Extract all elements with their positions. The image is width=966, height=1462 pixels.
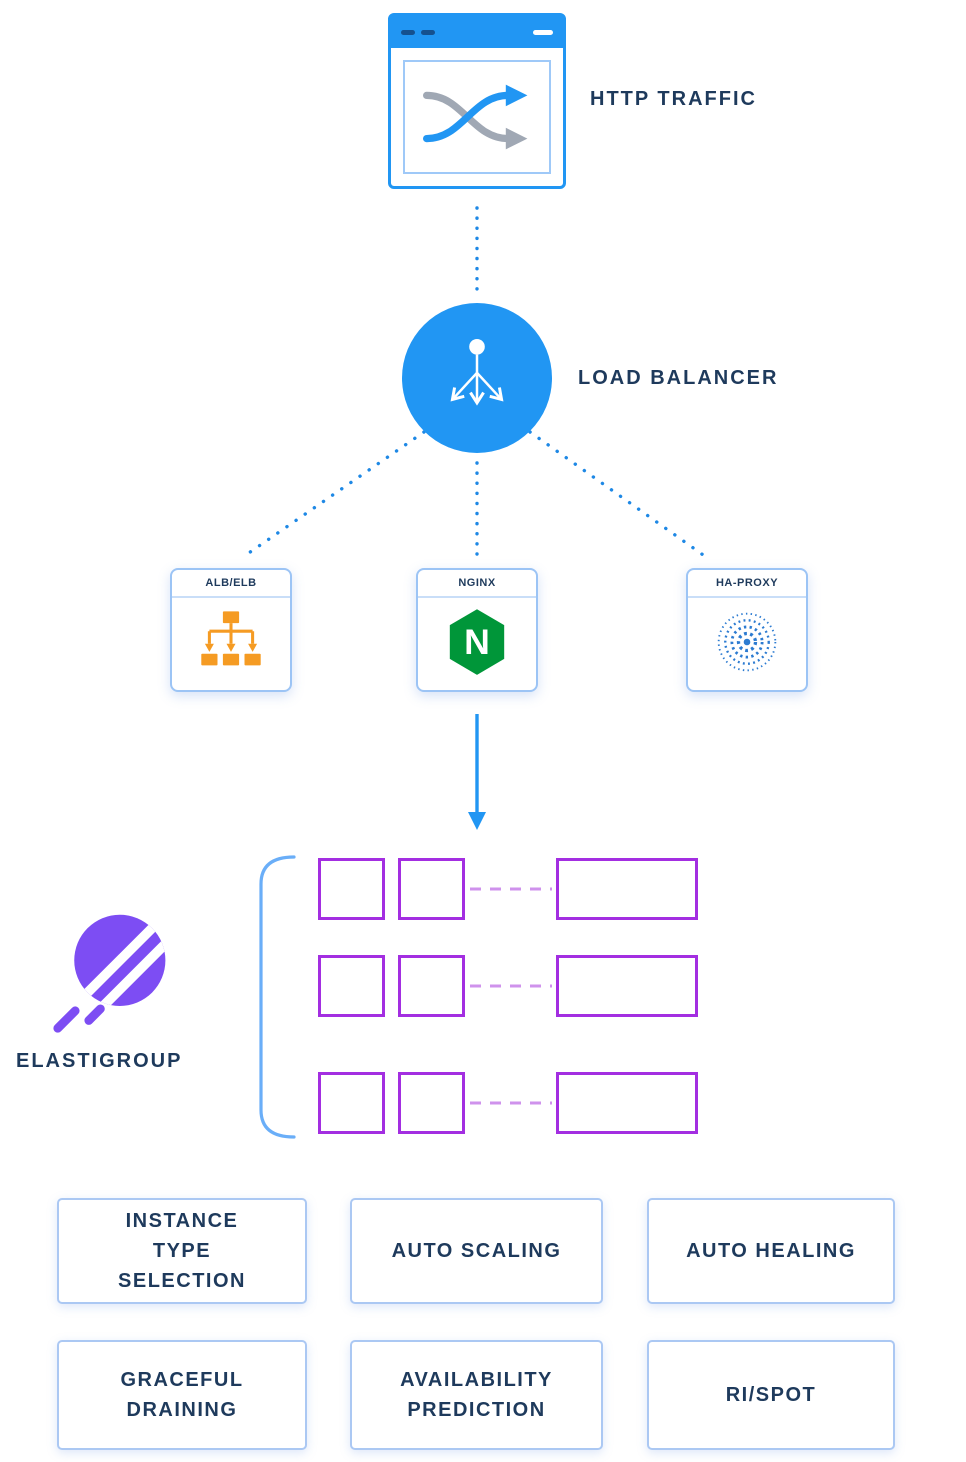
elastigroup-icon [53, 914, 166, 1033]
instance-square [398, 955, 465, 1017]
instance-wide-rect [556, 955, 698, 1017]
arrowhead [468, 812, 486, 830]
feature-auto-healing: AUTO HEALING [647, 1198, 895, 1304]
instance-row [318, 955, 698, 1017]
haproxy-icon [717, 612, 777, 672]
instance-row [318, 858, 698, 920]
shuffle-arrows-icon [423, 84, 528, 150]
instance-wide-rect [556, 1072, 698, 1134]
feature-availability-prediction: AVAILABILITY PREDICTION [350, 1340, 603, 1450]
balancer-card-title: HA-PROXY [688, 570, 806, 598]
window-control-dash [533, 29, 553, 35]
feature-auto-scaling: AUTO SCALING [350, 1198, 603, 1304]
load-balancer-label: LOAD BALANCER [578, 367, 779, 389]
instance-row [318, 1072, 698, 1134]
window-control-dash [401, 29, 415, 35]
balancer-card-alb-elb: ALB/ELB [170, 568, 292, 692]
instance-square [318, 1072, 385, 1134]
alb-elb-icon [201, 611, 261, 666]
browser-titlebar [391, 16, 563, 48]
balancer-card-title: NGINX [418, 570, 536, 598]
instance-square [318, 858, 385, 920]
balancer-card-haproxy: HA-PROXY [686, 568, 808, 692]
instance-wide-rect [556, 858, 698, 920]
balancer-card-body: N [418, 598, 536, 686]
instance-square [398, 1072, 465, 1134]
balancer-card-title: ALB/ELB [172, 570, 290, 598]
nginx-letter: N [464, 622, 490, 662]
feature-graceful-draining: GRACEFUL DRAINING [57, 1340, 307, 1450]
dotted-line-lb-to-alb [241, 430, 426, 559]
balancer-card-body [172, 598, 290, 686]
browser-body [403, 60, 551, 174]
instance-square [318, 955, 385, 1017]
load-balancer-icon [450, 339, 504, 406]
dotted-line-lb-to-haproxy [528, 430, 708, 559]
window-control-dash [421, 29, 435, 35]
balancer-card-nginx: NGINX N [416, 568, 538, 692]
balancer-card-body [688, 598, 806, 686]
elastigroup-label: ELASTIGROUP [16, 1050, 183, 1072]
elastigroup-bracket [259, 855, 296, 1139]
http-traffic-label: HTTP TRAFFIC [590, 88, 757, 110]
instance-square [398, 858, 465, 920]
feature-ri-spot: RI/SPOT [647, 1340, 895, 1450]
http-traffic-node [388, 13, 566, 189]
feature-instance-type-selection: INSTANCE TYPE SELECTION [57, 1198, 307, 1304]
nginx-icon: N [449, 609, 505, 675]
load-balancer-node [402, 303, 552, 453]
